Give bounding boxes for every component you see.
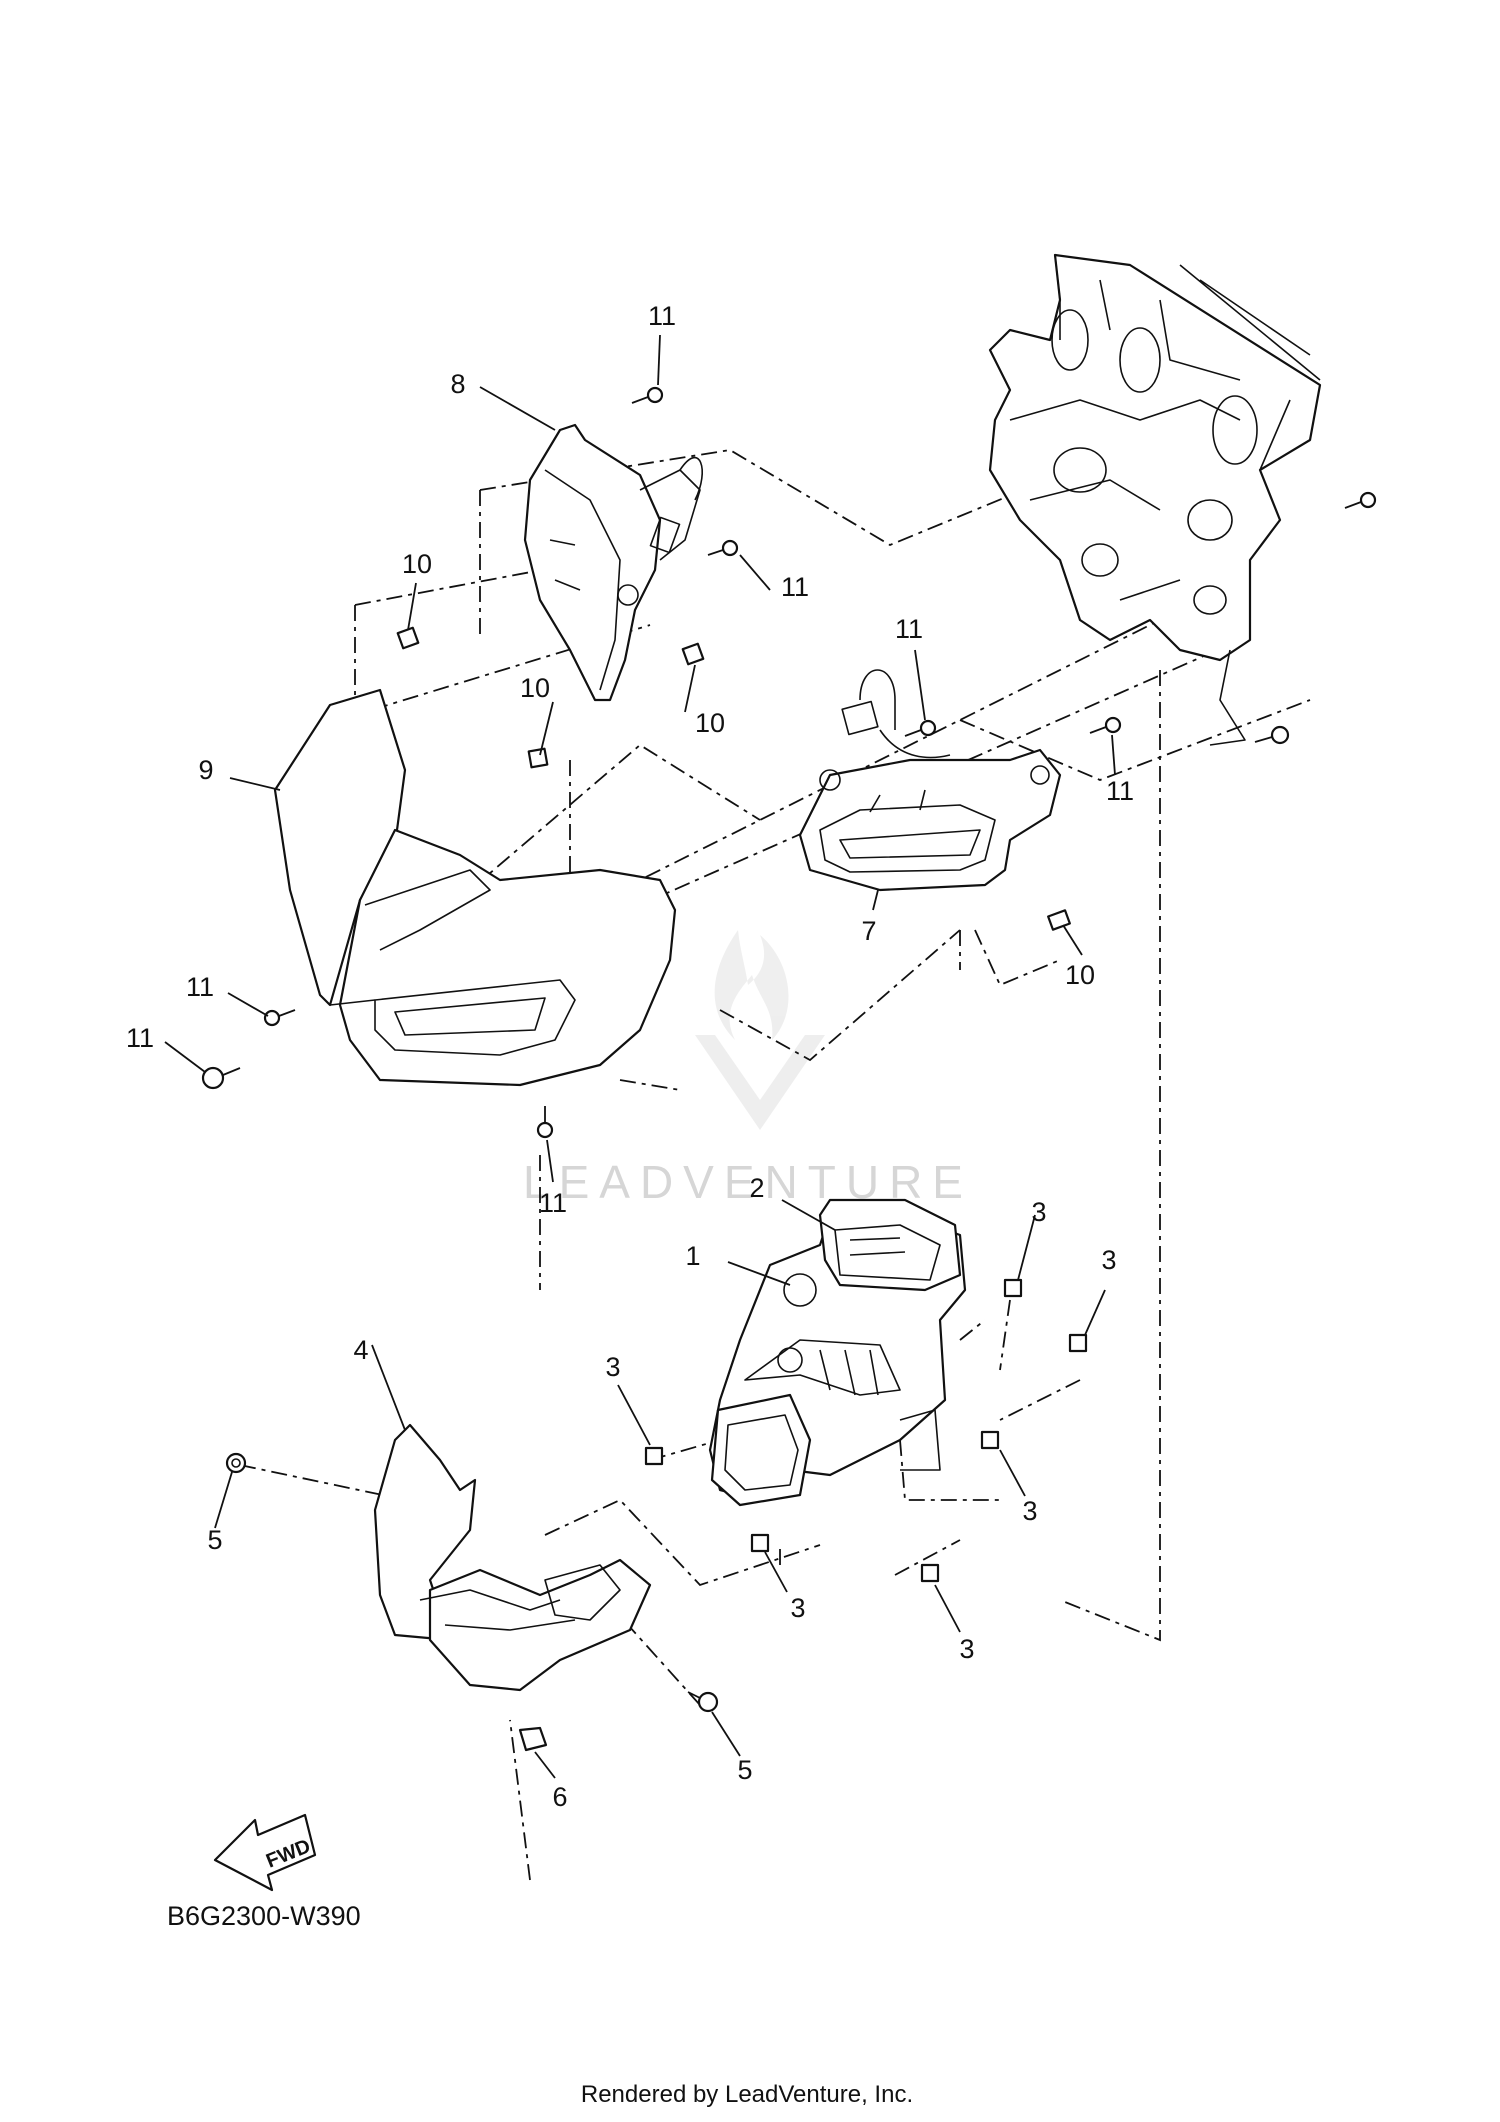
callout-10: 10 bbox=[520, 673, 550, 703]
part-4-side-panel bbox=[373, 1423, 652, 1692]
screw-11-mid bbox=[707, 539, 739, 557]
nut-3-b bbox=[1068, 1333, 1088, 1353]
callout-10: 10 bbox=[402, 549, 432, 579]
callout-10: 10 bbox=[1065, 960, 1095, 990]
part-8-upper-housing bbox=[523, 423, 703, 702]
callout-11: 11 bbox=[186, 972, 214, 1002]
frame-bracket bbox=[988, 253, 1322, 746]
fastener-5-left bbox=[225, 1452, 247, 1474]
callout-3: 3 bbox=[1022, 1496, 1037, 1526]
callout-6: 6 bbox=[552, 1782, 567, 1812]
screw-11-top bbox=[631, 386, 664, 404]
callout-11: 11 bbox=[1106, 776, 1134, 806]
screw-11-far-right bbox=[1344, 491, 1377, 509]
fastener-6 bbox=[518, 1726, 548, 1752]
fastener-5-right bbox=[687, 1691, 719, 1713]
callout-2: 2 bbox=[749, 1173, 764, 1203]
fwd-arrow: FWD bbox=[213, 1813, 317, 1892]
diagram-code: B6G2300-W390 bbox=[167, 1901, 361, 1931]
clip-10-center-a bbox=[681, 642, 705, 666]
callout-11: 11 bbox=[126, 1023, 154, 1053]
screw-11-frame bbox=[1254, 725, 1290, 745]
callout-5: 5 bbox=[207, 1525, 222, 1555]
nut-3-c bbox=[644, 1446, 664, 1466]
callout-5: 5 bbox=[737, 1755, 752, 1785]
screw-11-left-a bbox=[263, 1009, 296, 1027]
callout-10: 10 bbox=[695, 708, 725, 738]
fasteners bbox=[201, 386, 1377, 1752]
clip-10-right bbox=[1047, 909, 1071, 931]
callout-8: 8 bbox=[450, 369, 465, 399]
callout-11: 11 bbox=[781, 572, 809, 602]
callout-7: 7 bbox=[861, 916, 876, 946]
nut-3-d bbox=[980, 1430, 1000, 1450]
clip-10-center-b bbox=[527, 747, 549, 769]
part-7-light-unit bbox=[798, 669, 1062, 892]
footer-credit: Rendered by LeadVenture, Inc. bbox=[581, 2081, 913, 2108]
watermark-logo bbox=[695, 930, 825, 1130]
callout-3: 3 bbox=[959, 1634, 974, 1664]
callout-labels: 11 8 10 11 10 10 11 9 11 7 10 11 11 11 2… bbox=[126, 301, 1134, 1812]
screw-11-right-top bbox=[904, 719, 937, 737]
nut-3-e bbox=[750, 1533, 770, 1553]
part-2-bulb-cover bbox=[818, 1198, 962, 1292]
callout-4: 4 bbox=[353, 1335, 368, 1365]
screw-11-bottom bbox=[536, 1106, 554, 1139]
callout-3: 3 bbox=[1101, 1245, 1116, 1275]
screw-11-right bbox=[1089, 716, 1122, 734]
callout-11: 11 bbox=[895, 614, 923, 644]
callout-11: 11 bbox=[648, 301, 676, 331]
callout-3: 3 bbox=[790, 1593, 805, 1623]
callout-1: 1 bbox=[685, 1241, 700, 1271]
callout-3: 3 bbox=[1031, 1197, 1046, 1227]
screw-11-left-b bbox=[201, 1066, 241, 1090]
callout-9: 9 bbox=[198, 755, 213, 785]
callout-3: 3 bbox=[605, 1352, 620, 1382]
clip-10-left bbox=[396, 626, 420, 650]
nut-3-f bbox=[920, 1563, 940, 1583]
callout-11: 11 bbox=[539, 1188, 567, 1218]
nut-3-a bbox=[1003, 1278, 1023, 1298]
part-9-front-cowl bbox=[273, 688, 677, 1087]
leader-lines bbox=[164, 334, 1116, 1779]
